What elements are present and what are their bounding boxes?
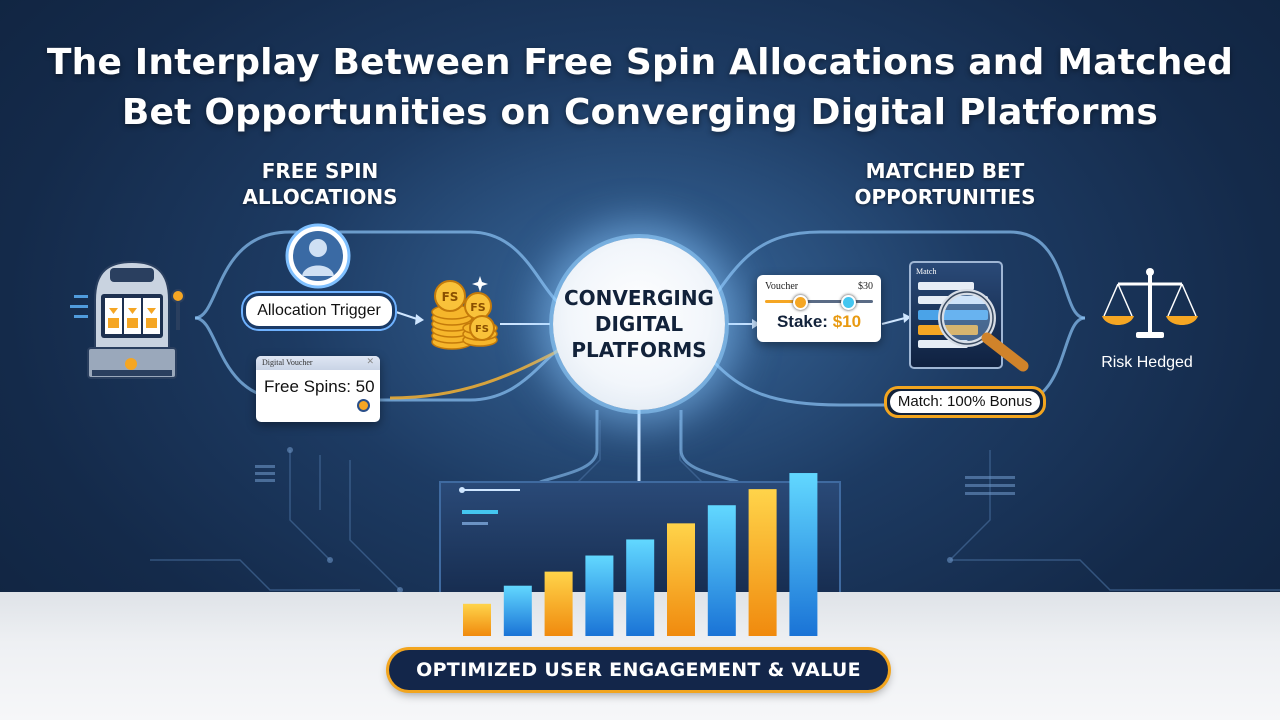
coin-label-3: FS bbox=[475, 324, 489, 335]
free-spin-label-line2: ALLOCATIONS bbox=[242, 185, 398, 209]
page-title: The Interplay Between Free Spin Allocati… bbox=[0, 38, 1280, 138]
outcome-banner: OPTIMIZED USER ENGAGEMENT & VALUE bbox=[389, 650, 888, 690]
voucher-header: Digital Voucher bbox=[256, 356, 380, 370]
bar-2 bbox=[503, 585, 532, 636]
slider-track bbox=[765, 300, 873, 303]
stake-label: Stake: bbox=[776, 312, 833, 331]
stake-value: $10 bbox=[832, 312, 862, 331]
user-avatar-icon bbox=[285, 223, 351, 289]
stake-card: Voucher $30 Stake: $10 bbox=[757, 275, 881, 342]
slider-knob-min[interactable] bbox=[793, 295, 808, 310]
hub-line1: CONVERGING bbox=[564, 286, 714, 310]
digital-voucher-card: Digital Voucher ✕ Free Spins: 50 bbox=[256, 356, 380, 422]
matched-bet-label-line2: OPPORTUNITIES bbox=[854, 185, 1036, 209]
bar-6 bbox=[667, 523, 695, 636]
converging-platforms-hub: CONVERGING DIGITAL PLATFORMS bbox=[553, 238, 725, 410]
arrowhead-left bbox=[415, 314, 424, 325]
coin-label-1: FS bbox=[442, 290, 459, 304]
title-line-1: The Interplay Between Free Spin Allocati… bbox=[46, 42, 1234, 83]
balance-scale-icon bbox=[1102, 268, 1198, 338]
bar-4 bbox=[585, 555, 614, 636]
bar-8 bbox=[748, 489, 777, 636]
hub-line3: PLATFORMS bbox=[571, 338, 707, 362]
bar-series-front bbox=[463, 473, 818, 636]
title-line-2: Bet Opportunities on Converging Digital … bbox=[121, 92, 1159, 133]
match-bonus-pill: Match: 100% Bonus bbox=[884, 386, 1046, 418]
match-bonus-text: Match: 100% Bonus bbox=[890, 391, 1040, 413]
bar-5 bbox=[626, 539, 655, 636]
matched-bet-label: MATCHED BET OPPORTUNITIES bbox=[840, 158, 1050, 210]
bar-3 bbox=[544, 571, 573, 636]
match-monitor-icon bbox=[909, 261, 1029, 372]
bar-9 bbox=[789, 473, 818, 636]
stake-voucher-label: Voucher bbox=[765, 281, 799, 292]
hub-line2: DIGITAL bbox=[594, 312, 684, 336]
slider-knob-max[interactable] bbox=[841, 295, 856, 310]
free-spin-label-line1: FREE SPIN bbox=[261, 159, 379, 183]
stake-slider[interactable] bbox=[765, 294, 873, 310]
allocation-trigger-pill: Allocation Trigger bbox=[243, 293, 395, 329]
slot-machine-icon bbox=[70, 260, 185, 379]
matched-bet-label-line1: MATCHED BET bbox=[865, 159, 1025, 183]
coin-stack-icon bbox=[431, 276, 498, 350]
close-icon: ✕ bbox=[366, 357, 374, 367]
bar-7 bbox=[707, 505, 736, 636]
monitor-header-text: Match bbox=[916, 267, 937, 276]
stake-voucher-value: $30 bbox=[858, 281, 873, 292]
bar-1 bbox=[463, 603, 491, 636]
status-dot-icon bbox=[357, 399, 370, 412]
voucher-free-spins: Free Spins: 50 bbox=[264, 377, 375, 396]
free-spin-label: FREE SPIN ALLOCATIONS bbox=[215, 158, 425, 210]
coin-label-2: FS bbox=[470, 301, 486, 314]
risk-hedged-label: Risk Hedged bbox=[1101, 354, 1193, 371]
